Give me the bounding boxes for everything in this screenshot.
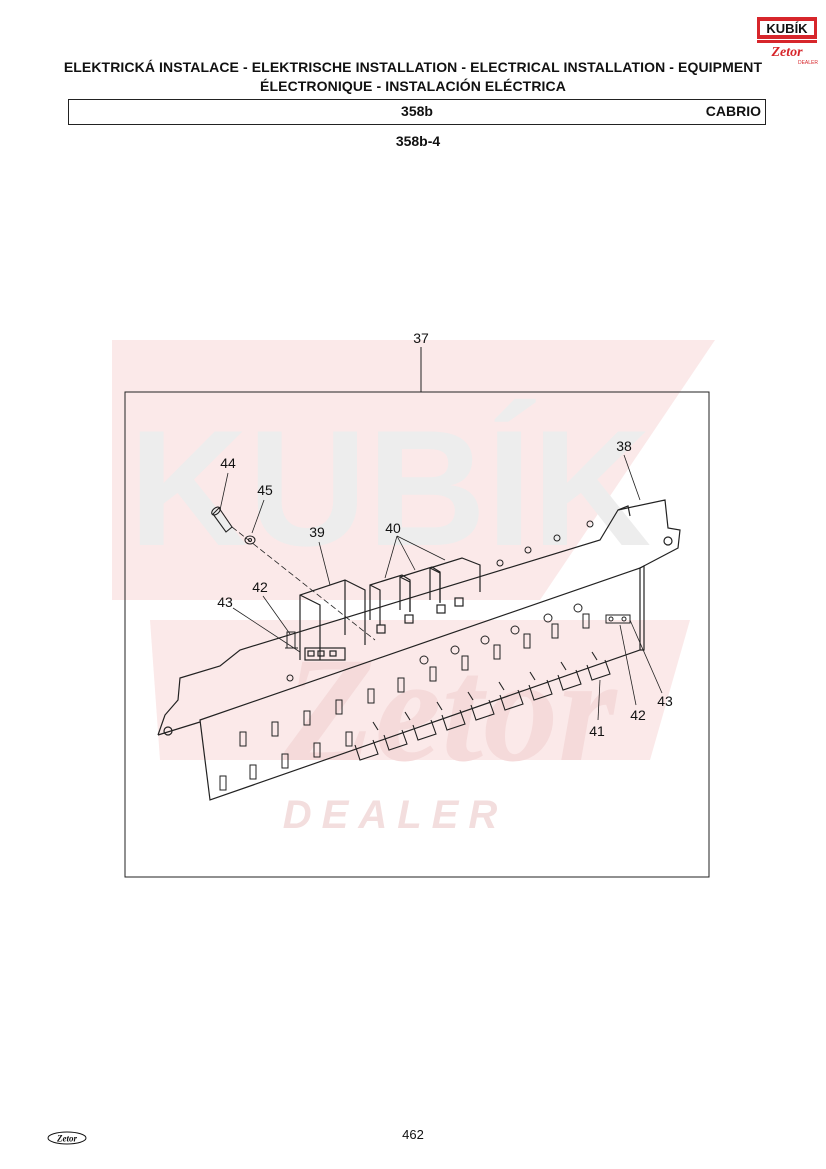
model-label: CABRIO (705, 103, 761, 119)
leader-lines (219, 454, 663, 721)
footer-logo-text: Zetor (56, 1134, 77, 1144)
diagram-frame (124, 391, 710, 878)
kubik-zetor-logo: KUBÍK Zetor DEALER (757, 17, 818, 66)
watermark: KUBÍK Zetor DEALER (112, 340, 715, 837)
callout-45: 45 (257, 482, 273, 498)
figure-code: 358b-4 (395, 133, 441, 149)
mounting-bracket (157, 499, 681, 736)
fuse-clips (354, 651, 611, 761)
callout-42-left: 42 (252, 579, 268, 595)
callout-43-right: 43 (657, 693, 673, 709)
watermark-text: KUBÍK (129, 396, 651, 580)
relays (369, 557, 481, 634)
relay-base (299, 579, 366, 661)
svg-text:KUBÍK: KUBÍK (766, 21, 808, 36)
plate-slots (219, 603, 590, 791)
callout-44: 44 (220, 455, 236, 471)
callout-39: 39 (309, 524, 325, 540)
callout-41: 41 (589, 723, 605, 739)
callout-40: 40 (385, 520, 401, 536)
svg-text:DEALER: DEALER (798, 60, 818, 66)
watermark-dealer: DEALER (283, 793, 507, 837)
callout-38: 38 (616, 438, 632, 454)
page-number: 462 (402, 1127, 424, 1142)
document-title-line2: ÉLECTRONIQUE - INSTALACIÓN ELÉCTRICA (260, 78, 566, 94)
document-title-line1: ELEKTRICKÁ INSTALACE - ELEKTRISCHE INSTA… (63, 59, 763, 75)
callout-37: 37 (413, 330, 429, 346)
section-code-box: 358b CABRIO (68, 99, 766, 125)
bracket-holes (286, 520, 594, 682)
svg-text:Zetor: Zetor (770, 45, 803, 60)
small-parts (285, 614, 631, 649)
front-plate (199, 565, 645, 801)
assembly-line (231, 526, 376, 641)
watermark-logo-text: Zetor (282, 627, 618, 793)
zetor-footer-logo: Zetor (47, 1131, 87, 1145)
callout-43-left: 43 (217, 594, 233, 610)
callout-42-right: 42 (630, 707, 646, 723)
section-code: 358b (401, 103, 433, 119)
callout-labels: 37 38 39 40 41 42 43 44 45 42 43 (217, 330, 673, 739)
